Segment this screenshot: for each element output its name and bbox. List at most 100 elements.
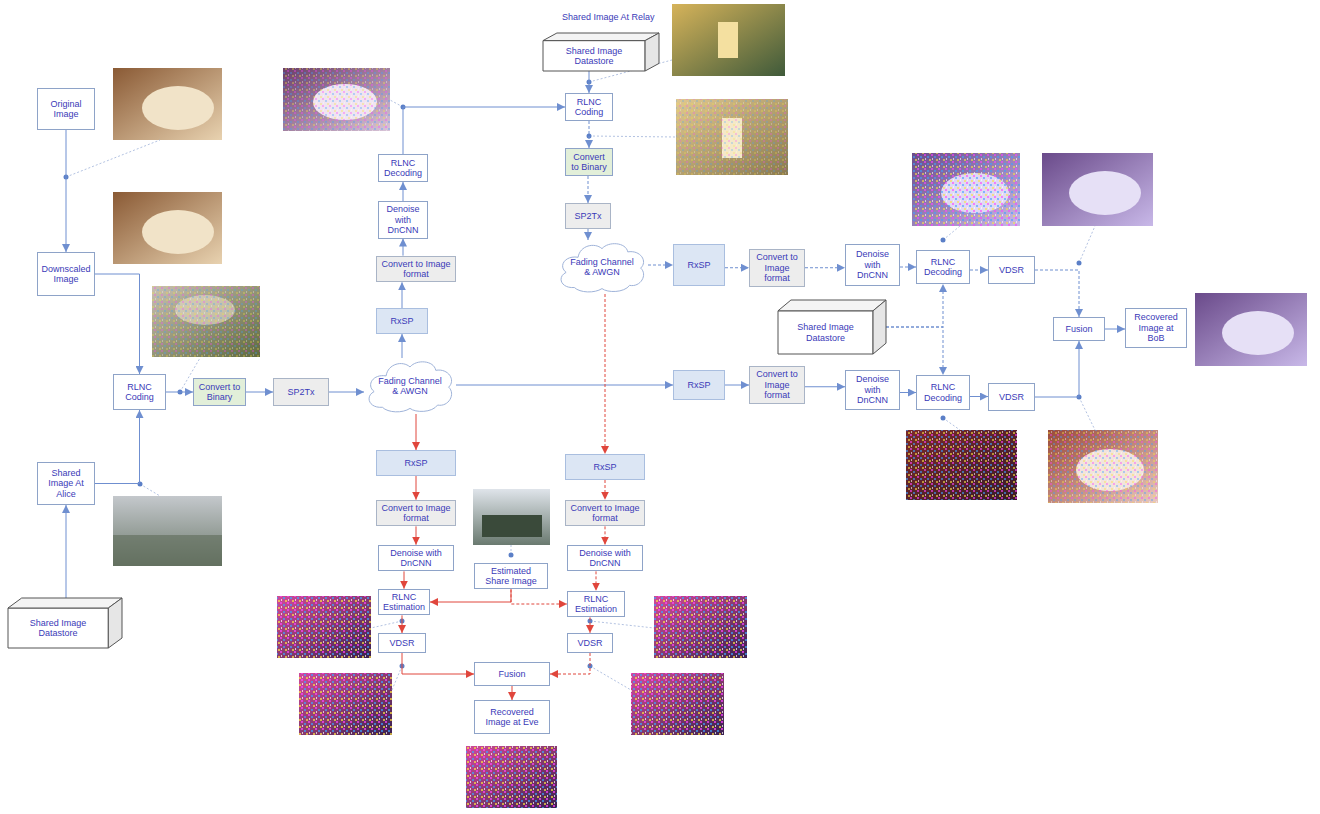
art-part	[1069, 171, 1141, 215]
node-label: RLNC Coding	[569, 97, 609, 118]
art-part	[152, 286, 260, 357]
process-box: Convert to Image format	[376, 256, 456, 283]
connector-arrow	[416, 526, 417, 544]
connector-arrow	[403, 107, 565, 154]
art-part	[912, 153, 1020, 226]
art-part	[1042, 153, 1153, 226]
art-part	[1079, 397, 1095, 430]
node-label: Convert to Binary	[197, 382, 242, 403]
connector-arrow	[456, 385, 673, 386]
datastore-box: Shared Image Datastore	[778, 300, 886, 354]
connector-arrow	[970, 396, 988, 397]
connector-arrow	[605, 480, 606, 500]
connector-arrow	[1105, 329, 1125, 330]
process-box: Downscaled Image	[37, 252, 95, 296]
node-label: Denoise with DnCNN	[571, 548, 639, 569]
art-part	[676, 99, 788, 175]
art-part	[66, 140, 160, 177]
connector-arrow	[900, 392, 916, 393]
datastore-face	[645, 33, 659, 71]
art-part	[371, 621, 402, 628]
photo-recovered-bob	[1195, 293, 1307, 366]
connector-arrow	[725, 385, 749, 386]
art-part	[912, 153, 1020, 226]
datastore-face	[8, 598, 122, 608]
connector-arrow	[589, 121, 590, 148]
node-label: Denoise with DnCNN	[382, 204, 424, 235]
node-label: Shared Image At Alice	[41, 468, 91, 499]
node-label: VDSR	[389, 638, 414, 648]
receiver-box: RxSP	[376, 308, 428, 334]
node-label: RxSP	[390, 316, 413, 326]
node-label: RxSP	[404, 458, 427, 468]
datastore-box: Shared Image Datastore	[8, 598, 122, 648]
photo-eve-1	[277, 596, 371, 658]
channel-cloud: Fading Channel & AWGN	[556, 240, 648, 294]
art-part	[392, 666, 402, 690]
node-label: Estimated Share Image	[478, 566, 544, 587]
connector-arrow	[511, 589, 567, 604]
connector-arrow	[166, 392, 193, 393]
process-box: RLNC Decoding	[916, 375, 970, 410]
connector-arrow	[402, 282, 403, 308]
process-box: Denoise with DnCNN	[845, 244, 900, 286]
connector-arrow	[246, 392, 273, 393]
art-part	[509, 553, 514, 558]
connector-arrow	[66, 505, 67, 598]
art-part	[631, 673, 724, 735]
art-part	[142, 86, 214, 130]
photo-original	[113, 68, 222, 140]
art-part	[152, 286, 260, 357]
cloud-path	[561, 244, 644, 292]
process-box: VDSR	[378, 633, 426, 653]
art-part	[466, 746, 557, 808]
photo-noisy-dark	[906, 430, 1017, 500]
process-box: Denoise with DnCNN	[378, 545, 454, 572]
datastore-face	[543, 41, 645, 71]
connector-arrow	[329, 392, 364, 393]
photo-hallway	[672, 4, 785, 76]
art-part	[941, 416, 946, 421]
connector-arrow	[416, 476, 417, 500]
art-part	[283, 68, 390, 131]
node-label: SP2Tx	[287, 387, 314, 397]
art-part	[113, 496, 222, 566]
connector-arrow	[403, 182, 404, 201]
node-label: Fading Channel & AWGN	[377, 376, 443, 397]
process-box: Recovered Image at Eve	[474, 700, 550, 734]
process-box: RLNC Decoding	[916, 250, 970, 284]
connector-arrow	[970, 270, 988, 271]
connector-arrow	[900, 267, 916, 268]
photo-eve-5	[466, 746, 557, 808]
photo-foosball	[473, 489, 550, 545]
art-part	[1048, 430, 1158, 503]
connector-arrow	[596, 571, 597, 590]
art-part	[283, 68, 390, 131]
process-box: Shared Image At Alice	[37, 462, 95, 505]
process-box: RLNC Decoding	[378, 154, 428, 182]
node-label: RLNC Decoding	[920, 257, 966, 278]
connector-arrow	[588, 229, 589, 240]
node-label: Convert to Image format	[380, 503, 452, 524]
connector-arrow	[805, 386, 845, 387]
art-part	[473, 489, 550, 545]
node-label: Denoise with DnCNN	[849, 249, 896, 280]
connector-arrow	[886, 284, 943, 327]
connector-arrow	[1035, 341, 1079, 397]
art-part	[589, 136, 676, 137]
photo-city	[113, 496, 222, 566]
node-label: Recovered Image at BoB	[1129, 312, 1183, 343]
photo-downscaled	[113, 192, 222, 264]
node-label: RLNC Decoding	[382, 158, 424, 179]
connector-arrow	[590, 617, 591, 633]
connector-arrow	[805, 267, 845, 268]
section-label: Shared Image At Relay	[562, 12, 655, 22]
process-box: Recovered Image at BoB	[1125, 308, 1187, 348]
receiver-box: RxSP	[673, 370, 725, 400]
art-part	[943, 226, 960, 240]
art-part	[113, 535, 222, 566]
process-box: VDSR	[988, 256, 1035, 284]
art-part	[113, 68, 222, 140]
art-part	[1079, 226, 1095, 263]
